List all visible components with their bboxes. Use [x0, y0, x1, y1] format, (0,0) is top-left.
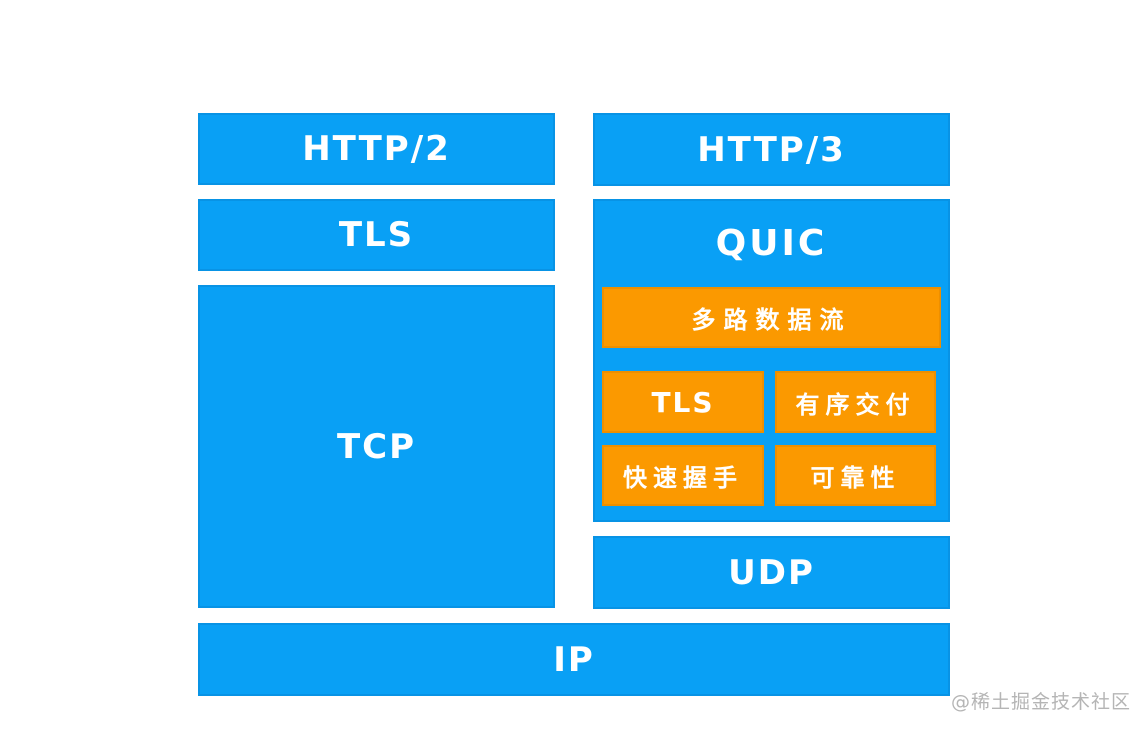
layer-http2: HTTP/2	[198, 113, 555, 185]
layer-http3-label: HTTP/3	[697, 129, 846, 170]
layer-ip-label: IP	[553, 639, 595, 680]
layer-http2-label: HTTP/2	[302, 129, 451, 169]
quic-feature-fast-handshake: 快速握手	[602, 445, 764, 506]
layer-tls-label: TLS	[338, 215, 415, 255]
quic-feature-ordered-delivery: 有序交付	[775, 371, 936, 433]
quic-feature-multiplex-label: 多路数据流	[691, 306, 852, 334]
quic-feature-multiplex: 多路数据流	[602, 287, 941, 348]
quic-feature-reliability: 可靠性	[775, 445, 936, 506]
watermark: @稀土掘金技术社区	[950, 691, 1131, 713]
layer-tls: TLS	[198, 199, 555, 271]
layer-tcp: TCP	[198, 285, 555, 608]
layer-tcp-label: TCP	[336, 426, 417, 467]
quic-contents: QUIC 多路数据流 TLS 有序交付 快速握手 可靠性	[595, 201, 948, 520]
quic-feature-fast-handshake-label: 快速握手	[623, 464, 743, 492]
quic-title: QUIC	[715, 222, 828, 264]
layer-udp-label: UDP	[728, 552, 815, 593]
layer-udp: UDP	[593, 536, 950, 609]
quic-feature-ordered-delivery-label: 有序交付	[795, 390, 916, 419]
quic-feature-reliability-label: 可靠性	[810, 464, 901, 492]
layer-http3: HTTP/3	[593, 113, 950, 186]
quic-feature-tls-label: TLS	[651, 385, 715, 419]
quic-feature-tls: TLS	[602, 371, 764, 433]
layer-ip: IP	[198, 623, 950, 696]
layer-quic: QUIC 多路数据流 TLS 有序交付 快速握手 可靠性	[593, 199, 950, 522]
